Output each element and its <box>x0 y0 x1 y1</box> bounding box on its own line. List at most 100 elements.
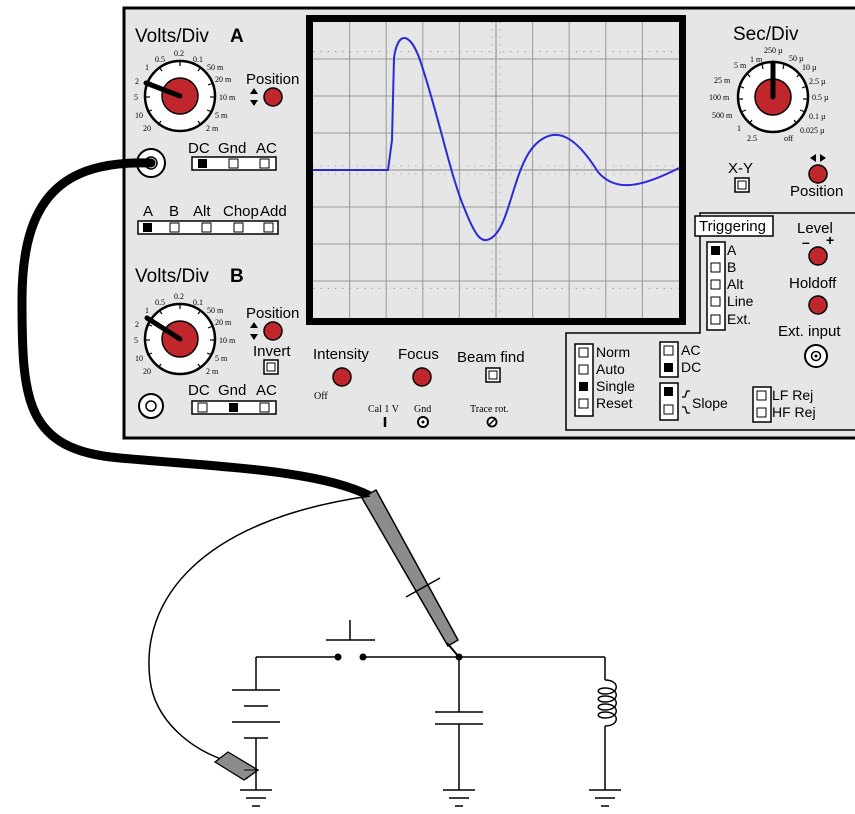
channel-b-position-knob[interactable] <box>250 321 283 341</box>
channel-b-volts-div-label: Volts/Div <box>135 266 209 287</box>
dial-b-label-1: 0.2 <box>174 292 184 301</box>
slope-edge-icons <box>682 390 690 414</box>
dial-b-label-11: 2 <box>135 320 139 329</box>
trigger-source-ext: Ext. <box>727 311 751 327</box>
trigger-mode-auto: Auto <box>596 361 625 377</box>
dial-a-label-11: 2 <box>135 77 139 86</box>
probe-ground-lead <box>148 495 371 763</box>
crt-screen <box>306 15 686 325</box>
trigger-lf-rej: LF Rej <box>772 387 813 403</box>
probe-body <box>360 488 460 658</box>
channel-b-coupling-ac: AC <box>256 382 277 399</box>
dial-b-label-4: 20 m <box>215 318 232 327</box>
gnd-terminal-label: Gnd <box>414 404 431 415</box>
horizontal-position-label: Position <box>790 183 843 200</box>
dial-a-label-7: 2 m <box>206 124 219 133</box>
beam-find-button[interactable] <box>485 367 501 383</box>
dial-a-label-3: 50 m <box>207 63 224 72</box>
dial-b-label-0: 0.5 <box>155 298 165 307</box>
sec-dial-label-2: 50 µ <box>789 54 804 63</box>
probe-cable <box>17 158 375 501</box>
mode-add-label: Add <box>260 203 287 220</box>
trigger-hf-rej: HF Rej <box>772 404 816 420</box>
channel-a-coupling-switch[interactable] <box>191 156 277 171</box>
horizontal-position-knob[interactable] <box>808 154 828 184</box>
intensity-label: Intensity <box>313 346 369 363</box>
trigger-filter-switch[interactable] <box>752 386 772 423</box>
channel-a-position-knob[interactable] <box>250 87 283 107</box>
beam-find-label: Beam find <box>457 349 525 366</box>
holdoff-label: Holdoff <box>789 275 837 292</box>
sec-dial-label-3: 10 µ <box>802 63 817 72</box>
dial-b-label-12: 1 <box>145 306 149 315</box>
triggering-title: Triggering <box>699 218 766 235</box>
intensity-knob[interactable] <box>332 367 352 387</box>
test-circuit <box>232 656 621 807</box>
sec-dial-label-9: 2.5 <box>747 134 757 143</box>
waveform-trace <box>313 37 680 242</box>
dial-a-label-9: 10 <box>135 111 143 120</box>
trigger-level-label: Level <box>797 220 833 237</box>
channel-b-letter: B <box>230 266 244 287</box>
ext-input-bnc[interactable] <box>804 344 828 368</box>
mode-a-label: A <box>143 203 153 220</box>
dial-a-label-6: 5 m <box>215 111 228 120</box>
channel-a-volts-div-label: Volts/Div <box>135 26 209 47</box>
sec-dial-label-11: 500 m <box>712 111 733 120</box>
triggering-title-box <box>694 215 774 237</box>
cal-label: Cal 1 V <box>368 404 400 415</box>
channel-b-volts-div-knob[interactable] <box>143 302 217 376</box>
dial-b-label-6: 5 m <box>215 354 228 363</box>
sec-dial-label-7: 0.025 µ <box>800 126 825 135</box>
dial-a-label-12: 1 <box>145 63 149 72</box>
trigger-coupling-switch[interactable] <box>659 341 679 378</box>
channel-b-position-label: Position <box>246 305 299 322</box>
channel-a-coupling-dc: DC <box>188 140 210 157</box>
dial-b-label-5: 10 m <box>219 336 236 345</box>
trigger-source-b: B <box>727 259 736 275</box>
holdoff-knob[interactable] <box>808 295 828 315</box>
focus-knob[interactable] <box>412 367 432 387</box>
channel-b-coupling-switch[interactable] <box>191 400 277 415</box>
vertical-mode-switch[interactable] <box>137 220 279 235</box>
sec-div-knob[interactable] <box>736 60 810 134</box>
channel-b-bnc-input[interactable] <box>138 393 164 419</box>
probe-junction-node <box>455 653 463 661</box>
trigger-level-knob[interactable] <box>808 246 828 266</box>
sec-div-label: Sec/Div <box>733 24 799 45</box>
xy-label: X-Y <box>728 160 753 177</box>
channel-a-coupling-gnd: Gnd <box>218 140 246 157</box>
dial-b-label-2: 0.1 <box>193 298 203 307</box>
trigger-mode-reset: Reset <box>596 395 633 411</box>
trigger-level-minus: – <box>802 234 810 250</box>
trigger-mode-norm: Norm <box>596 344 630 360</box>
sec-dial-label-4: 2.5 µ <box>809 77 826 86</box>
trigger-source-alt: Alt <box>727 276 743 292</box>
channel-b-coupling-gnd: Gnd <box>218 382 246 399</box>
dial-a-label-8: 20 <box>143 124 151 133</box>
sec-dial-label-6: 0.1 µ <box>809 112 826 121</box>
dial-b-label-8: 20 <box>143 367 151 376</box>
xy-button[interactable] <box>734 177 750 193</box>
dial-a-label-2: 0.1 <box>193 55 203 64</box>
sec-dial-label-13: 25 m <box>714 76 731 85</box>
intensity-off-label: Off <box>314 391 328 402</box>
channel-b-invert-label: Invert <box>253 343 291 360</box>
gnd-terminal <box>417 416 429 428</box>
channel-a-position-label: Position <box>246 71 299 88</box>
trace-rot-adjust[interactable] <box>486 416 498 428</box>
channel-a-letter: A <box>230 26 244 47</box>
dial-a-label-4: 20 m <box>215 75 232 84</box>
trigger-source-switch[interactable] <box>706 241 726 331</box>
sec-dial-label-14: 5 m <box>734 61 747 70</box>
sec-dial-label-1: 250 µ <box>764 46 783 55</box>
mode-chop-label: Chop <box>223 203 259 220</box>
channel-a-volts-div-knob[interactable] <box>143 59 217 133</box>
triggering-section <box>565 212 855 431</box>
channel-b-invert-button[interactable] <box>263 359 279 375</box>
trigger-mode-switch[interactable] <box>574 343 594 417</box>
trigger-coupling-ac: AC <box>681 342 700 358</box>
trigger-slope-switch[interactable] <box>659 382 679 421</box>
dial-b-label-10: 5 <box>134 336 138 345</box>
trigger-slope-label: Slope <box>692 395 728 411</box>
